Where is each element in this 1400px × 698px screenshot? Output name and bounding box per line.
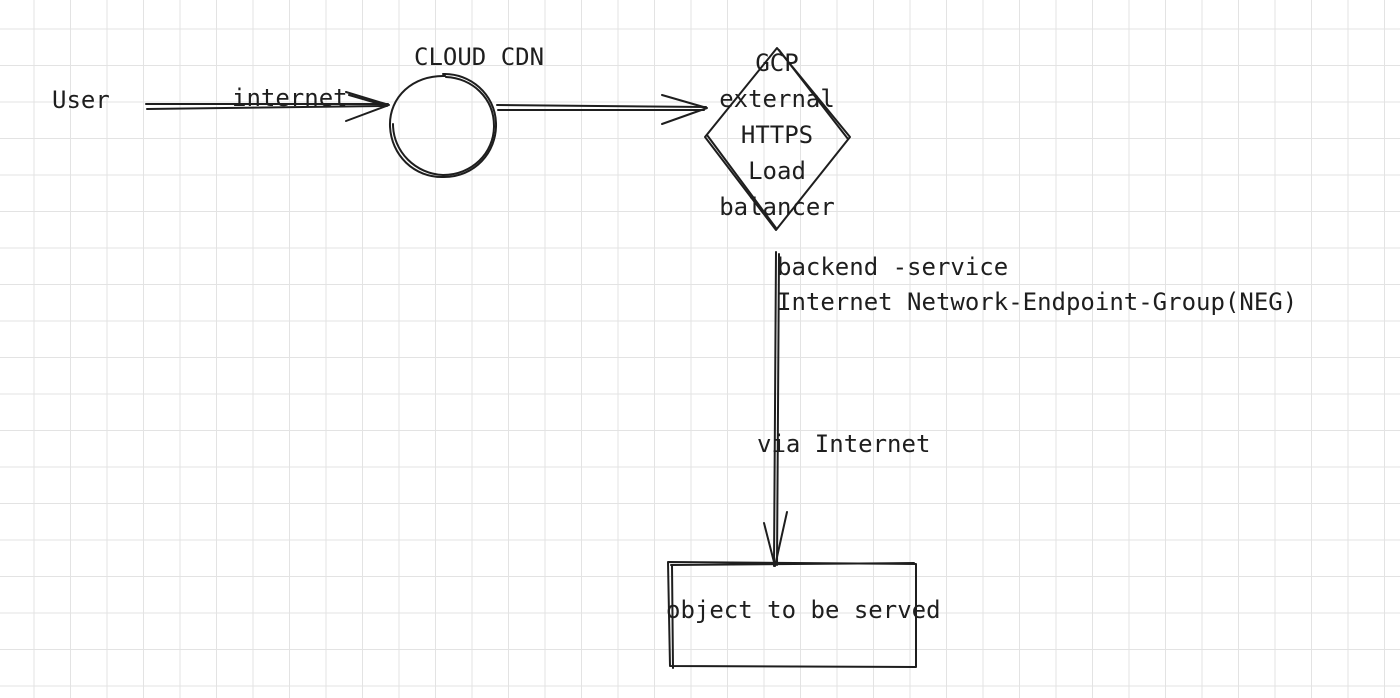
user-label: User (52, 86, 110, 114)
lb-line-4: Load (748, 157, 806, 185)
via-internet-label: via Internet (757, 430, 931, 458)
arrow-cdn-to-lb (496, 94, 708, 125)
arrow-user-to-cdn (145, 91, 390, 122)
internet-edge-label: internet (232, 84, 348, 112)
backend-service-label: backend -service (777, 253, 1009, 281)
object-rectangle (667, 561, 917, 669)
lb-line-2: external (719, 85, 835, 113)
lb-line-3: HTTPS (740, 121, 814, 149)
load-balancer-label: GCP external HTTPS Load balancer (706, 45, 848, 225)
lb-line-1: GCP (755, 49, 799, 77)
cloud-cdn-label: CLOUD CDN (414, 43, 545, 71)
load-balancer-diamond (704, 47, 851, 231)
cloud-cdn-circle (388, 72, 498, 179)
arrow-lb-to-object (763, 251, 788, 567)
internet-neg-label: Internet Network-Endpoint-Group(NEG) (777, 288, 1298, 316)
object-to-be-served-label: object to be served (666, 596, 941, 624)
lb-line-5: balancer (719, 193, 835, 221)
